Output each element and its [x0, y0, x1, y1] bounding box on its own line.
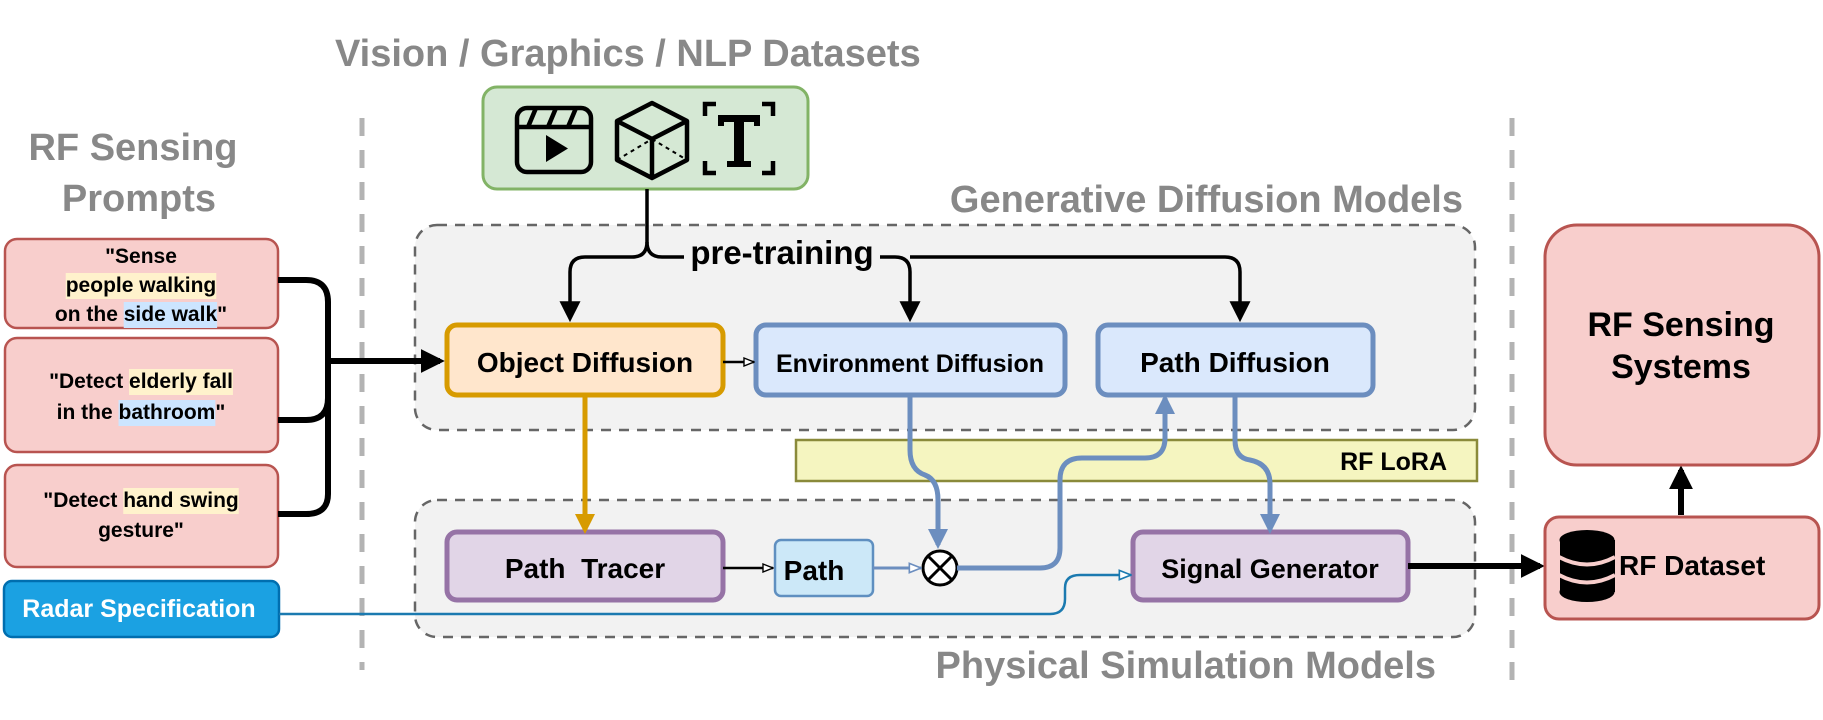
prompt-2-line-1-segment-2: elderly fall: [129, 370, 233, 393]
prompt-highlight-location: [118, 400, 216, 426]
rf-dataset-label: RF Dataset: [1619, 550, 1765, 581]
heading-physical-models: Physical Simulation Models: [936, 645, 1436, 687]
heading-datasets: Vision / Graphics / NLP Datasets: [335, 33, 921, 75]
path-label: Path: [784, 555, 845, 586]
heading-generative-models: Generative Diffusion Models: [950, 179, 1463, 221]
path-tracer-label: Path Tracer: [505, 553, 665, 584]
prompt-1-line-3-segment-1: on the: [55, 303, 124, 326]
radar-to-signal-arrow: [279, 575, 1131, 616]
path-diffusion-to-signal-arrow: [1232, 395, 1280, 534]
cube-3d-icon: [614, 100, 690, 181]
prompt-text-3: "Detect hand swing gesture": [43, 488, 239, 542]
pretraining-label-bg: [684, 233, 880, 273]
prompt-highlight-action: [123, 488, 239, 514]
prompt-3-line-2-segment-1: gesture": [98, 519, 184, 542]
rf-systems-label-line2: Systems: [1611, 348, 1751, 386]
prompt-box-1: "Sense people walking on the side walk": [3, 237, 280, 330]
prompt-box-3: "Detect hand swing gesture": [3, 463, 280, 569]
database-icon: [1558, 530, 1616, 602]
path-tracer-box: Path Tracer: [444, 529, 726, 603]
prompt-highlight-action: [129, 369, 233, 395]
prompt-2-line-2-segment-2: bathroom: [119, 401, 216, 424]
prompt-2-line-2-segment-1: in the: [57, 401, 119, 424]
path-box: Path: [773, 538, 875, 598]
signal-generator-label: Signal Generator: [1161, 554, 1379, 584]
prompt-3-line-1-segment-2: hand swing: [123, 489, 239, 512]
prompt-box-2: "Detect elderly fall in the bathroom": [3, 336, 280, 454]
environment-diffusion-label: Environment Diffusion: [776, 350, 1044, 378]
prompt-1-line-1-segment-1: "Sense: [105, 245, 177, 268]
prompt-1-line-3-segment-3: ": [217, 303, 227, 326]
prompt-text-2: "Detect elderly fall in the bathroom": [49, 369, 233, 426]
signal-generator-box: Signal Generator: [1130, 529, 1411, 603]
prompt-1-line-3-segment-2: side walk: [124, 303, 218, 326]
radar-specification-label: Radar Specification: [22, 595, 255, 623]
rf-lora-label: RF LoRA: [1340, 448, 1447, 476]
prompt-text-1: "Sense people walking on the side walk": [55, 245, 227, 328]
rf-systems-label-line1: RF Sensing: [1587, 306, 1774, 344]
heading-rf-prompts-line2: Prompts: [62, 178, 216, 220]
object-diffusion-box: Object Diffusion: [444, 322, 726, 398]
prompt-2-line-2-segment-3: ": [215, 401, 225, 424]
multiply-circle-icon: [921, 549, 959, 587]
radar-specification-box: Radar Specification: [2, 579, 281, 639]
text-T-icon: [702, 101, 776, 176]
prompt-2-line-1-segment-1: "Detect: [49, 370, 129, 393]
path-diffusion-box: Path Diffusion: [1095, 322, 1376, 398]
prompt-highlight-action: [65, 273, 217, 299]
pretraining-label: pre-training: [690, 234, 873, 271]
rf-dataset-box: RF Dataset: [1543, 515, 1821, 621]
object-diffusion-label: Object Diffusion: [477, 347, 693, 378]
prompt-3-line-1-segment-1: "Detect: [43, 489, 123, 512]
prompt-merge-connector: [278, 277, 445, 517]
multiply-to-path-diffusion-arrow: [957, 394, 1175, 571]
heading-rf-prompts-line1: RF Sensing: [28, 127, 237, 169]
prompt-highlight-location: [123, 302, 218, 328]
rf-sensing-systems-box: RF Sensing Systems: [1543, 223, 1821, 467]
datasets-box: [481, 85, 810, 191]
video-clapper-icon: [514, 105, 594, 175]
environment-to-multiply-arrow: [907, 395, 948, 549]
pretraining-connector: [559, 189, 1251, 323]
environment-diffusion-box: Environment Diffusion: [753, 322, 1068, 398]
path-diffusion-label: Path Diffusion: [1140, 347, 1330, 378]
prompt-1-line-2-segment-1: people walking: [66, 274, 217, 297]
